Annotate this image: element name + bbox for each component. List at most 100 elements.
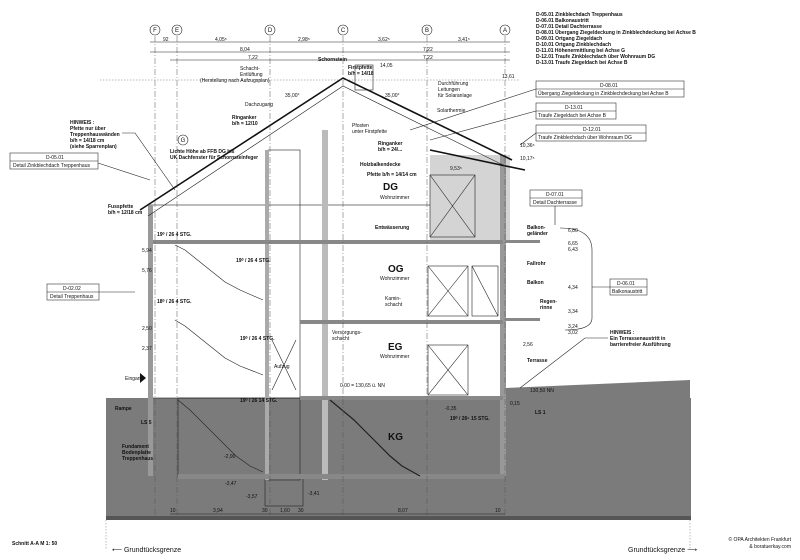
svg-text:Ringanker: Ringanker — [378, 141, 403, 147]
svg-text:Pfosten: Pfosten — [352, 123, 369, 129]
svg-text:-3,47: -3,47 — [225, 481, 237, 487]
svg-text:D-13.01 Traufe Ziegeldach bei: D-13.01 Traufe Ziegeldach bei Achse B — [536, 60, 628, 66]
svg-text:-2,90: -2,90 — [224, 454, 236, 460]
callout-d-08-01[interactable]: D-08.01 Übergang Ziegeldeckung in Zinkbl… — [409, 80, 685, 131]
svg-text:19⁰ / 26 4 STG.: 19⁰ / 26 4 STG. — [240, 336, 275, 342]
svg-text:Aufzug: Aufzug — [274, 364, 290, 370]
svg-text:Bodenplatte: Bodenplatte — [122, 450, 151, 456]
svg-text:35,00°: 35,00° — [285, 93, 300, 99]
balcony-slab — [505, 240, 540, 243]
svg-text:1,60: 1,60 — [280, 508, 290, 514]
svg-text:(Herstellung nach Aufzugsplan): (Herstellung nach Aufzugsplan) — [200, 78, 270, 84]
svg-text:6,65: 6,65 — [568, 241, 578, 247]
note-pfette: HINWEIS : Pfette nur über Treppenhauswän… — [70, 120, 176, 191]
floor-eg — [300, 396, 503, 400]
callout-d-02-02[interactable]: D-02.02 Detail Treppenhaus — [46, 283, 135, 301]
svg-text:Eingang: Eingang — [125, 376, 144, 382]
svg-text:D-07.01 Detail Dachterrasse: D-07.01 Detail Dachterrasse — [536, 24, 602, 30]
floor-dg — [153, 240, 503, 244]
callout-d-05-01[interactable]: D-05.01 Detail Zinkblechdach Treppenhaus — [9, 152, 151, 181]
svg-text:-3,57: -3,57 — [246, 494, 258, 500]
callout-d-13-01[interactable]: D-13.01 Traufe Ziegeldach bei Achse B — [429, 102, 617, 141]
svg-text:D-08.01: D-08.01 — [600, 83, 618, 89]
svg-text:9,53⁵: 9,53⁵ — [450, 166, 462, 172]
chimney — [354, 64, 374, 91]
svg-text:D-02.02: D-02.02 — [63, 286, 81, 292]
level-marks: 10,36⁵ 10,17⁵ 9,53⁵ 6,80 6,65 6,43 4,34 … — [142, 143, 578, 500]
svg-text:DG: DG — [383, 182, 398, 193]
svg-text:2,37: 2,37 — [142, 346, 152, 352]
svg-text:Treppenhaus: Treppenhaus — [122, 456, 153, 462]
svg-text:3,24: 3,24 — [568, 324, 578, 330]
note-lichte-hoehe: Lichte Höhe ab FFB DG bis — [170, 149, 235, 155]
callout-d-06-01[interactable]: D-06.01 Balkonaustritt — [559, 227, 648, 331]
svg-text:D-08.01 Übergang Ziegeldeckung: D-08.01 Übergang Ziegeldeckung in Zinkbl… — [536, 29, 696, 36]
svg-text:2,56: 2,56 — [523, 342, 533, 348]
axis-f: F — [153, 28, 157, 34]
svg-text:3,94: 3,94 — [213, 508, 223, 514]
svg-text:Versorgungs-: Versorgungs- — [332, 330, 362, 336]
room-labels: DG Wohnzimmer OG Wohnzimmer EG Wohnzimme… — [380, 182, 410, 443]
svg-text:KG: KG — [388, 432, 403, 443]
wall-center — [322, 130, 328, 480]
svg-text:Wohnzimmer: Wohnzimmer — [380, 195, 410, 201]
svg-text:3,62⁵: 3,62⁵ — [378, 37, 390, 43]
svg-text:0,00 = 130,65 ü. NN: 0,00 = 130,65 ü. NN — [340, 383, 385, 389]
callout-d-07-01[interactable]: D-07.01 Detail Dachterrasse — [529, 189, 583, 225]
detail-legend: D-05.01 Zinkblechdach Treppenhaus D-06.0… — [536, 12, 696, 66]
svg-text:EG: EG — [388, 342, 403, 353]
svg-text:rinne: rinne — [540, 305, 552, 311]
floor-kg — [178, 474, 505, 479]
ground-edge — [106, 516, 691, 520]
svg-text:Detail Treppenhaus: Detail Treppenhaus — [50, 294, 94, 300]
svg-text:Leitungen: Leitungen — [438, 87, 460, 93]
svg-text:2,50: 2,50 — [142, 326, 152, 332]
svg-text:HINWEIS :: HINWEIS : — [70, 120, 95, 126]
svg-text:& boratuerkay.com: & boratuerkay.com — [749, 544, 791, 550]
svg-text:LS 5: LS 5 — [141, 420, 152, 426]
svg-text:Dachzugang: Dachzugang — [245, 102, 273, 108]
svg-text:Treppenhauswänden: Treppenhauswänden — [70, 132, 120, 138]
svg-text:4,34: 4,34 — [568, 285, 578, 291]
svg-text:D-05.01 Zinkblechdach Treppenh: D-05.01 Zinkblechdach Treppenhaus — [536, 12, 623, 18]
stairs — [174, 244, 421, 477]
wall-shaft — [265, 150, 269, 480]
bottom-dimensions: 10 3,94 30 1,60 30 8,07 10 — [170, 508, 505, 515]
svg-text:13,61: 13,61 — [502, 74, 515, 80]
svg-text:Ein Terrassenaustritt in: Ein Terrassenaustritt in — [610, 336, 665, 342]
svg-text:14,05: 14,05 — [380, 63, 393, 69]
svg-text:für Solaranlage: für Solaranlage — [438, 93, 472, 99]
note-terrasse: HINWEIS : Ein Terrassenaustritt in barri… — [519, 330, 671, 389]
terrain-slope — [505, 380, 690, 398]
svg-text:schacht: schacht — [385, 302, 403, 308]
wall-right — [500, 155, 506, 476]
svg-text:8,04: 8,04 — [240, 47, 250, 53]
svg-text:5,76: 5,76 — [142, 268, 152, 274]
svg-text:Wohnzimmer: Wohnzimmer — [380, 354, 410, 360]
svg-text:10,17⁵: 10,17⁵ — [520, 156, 535, 162]
svg-text:unter Firstpfette: unter Firstpfette — [352, 129, 387, 135]
callout-d-12-01[interactable]: D-12.01 Traufe Zinkblechdach über Wohnra… — [519, 124, 647, 146]
svg-text:10: 10 — [495, 508, 501, 514]
svg-text:D-09.01 Ortgang Ziegeldach: D-09.01 Ortgang Ziegeldach — [536, 36, 602, 42]
svg-text:D-06.01 Balkonaustritt: D-06.01 Balkonaustritt — [536, 18, 589, 24]
svg-text:Traufe Ziegeldach bei Achse B: Traufe Ziegeldach bei Achse B — [538, 113, 607, 119]
svg-text:Entwässerung: Entwässerung — [375, 225, 409, 231]
svg-text:3,41⁵: 3,41⁵ — [458, 37, 470, 43]
stair-labels: 19⁰ / 26 4 STG. 19⁰ / 26 4 STG. 18⁰ / 26… — [157, 232, 490, 422]
axis-markers: F E D C B A G — [149, 24, 511, 146]
svg-text:Fundament: Fundament — [122, 444, 149, 450]
svg-text:UK Dachfenster für Schornstein: UK Dachfenster für Schornsteinfeger — [170, 155, 258, 161]
axis-a: A — [503, 28, 507, 34]
svg-text:Pfette nur über: Pfette nur über — [70, 126, 106, 132]
svg-text:Schacht-: Schacht- — [240, 66, 260, 72]
svg-text:Kamin-: Kamin- — [385, 296, 401, 302]
svg-text:schacht: schacht — [332, 336, 350, 342]
svg-text:Detail Zinkblechdach Treppenha: Detail Zinkblechdach Treppenhaus — [13, 163, 90, 169]
svg-text:Fallrohr: Fallrohr — [527, 261, 546, 267]
zinc-roof — [429, 149, 526, 171]
svg-text:30: 30 — [262, 508, 268, 514]
svg-text:HINWEIS :: HINWEIS : — [610, 330, 635, 336]
svg-text:19⁰ / 26 4 STG.: 19⁰ / 26 4 STG. — [157, 232, 192, 238]
axis-d: D — [268, 28, 273, 34]
